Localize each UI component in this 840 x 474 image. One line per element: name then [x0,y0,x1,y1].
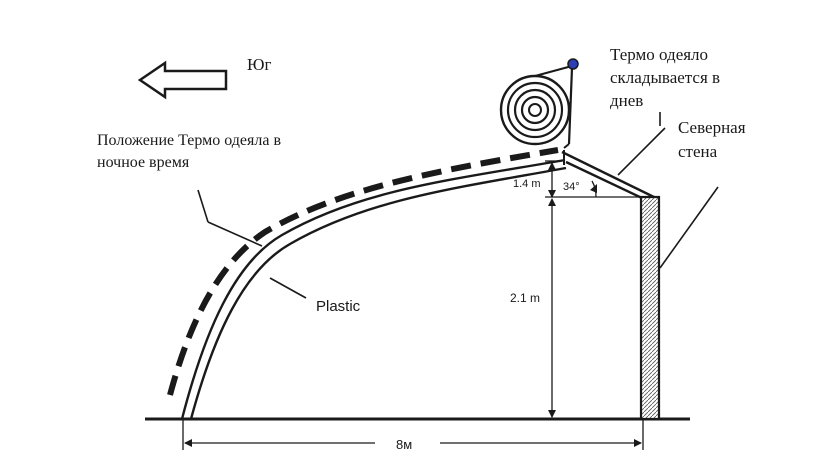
night-blanket-label: Положение Термо одеяла в ночное время [97,132,285,171]
leader-plastic [269,277,307,299]
rolled-blanket-icon [499,65,574,149]
width-label: 8м [396,437,412,452]
angle-label: 34° [563,181,580,193]
height-lower-label: 2.1 m [510,291,540,305]
roof-line-outer [561,150,659,201]
rolled-blanket-label: Термо одеяло складывается в днев [610,45,724,110]
plastic-label: Plastic [316,298,361,315]
north-wall-label: Северная стена [678,118,750,161]
leader-night-blanket [197,189,209,223]
height-upper-label: 1.4 m [513,178,541,190]
leader-night-blanket-2 [207,221,263,247]
leader-north-wall [659,186,719,269]
angle-arrow-icon [590,184,597,193]
roof-line-inner [565,160,645,201]
leader-rolled-blanket [617,127,666,176]
plastic-arch-inner [189,166,567,420]
south-arrow-icon [137,60,228,100]
plastic-arch [180,158,566,420]
night-blanket-dashed [167,147,559,396]
north-wall [639,195,661,421]
south-label: Юг [247,55,271,74]
roller-knob-icon [567,58,579,70]
